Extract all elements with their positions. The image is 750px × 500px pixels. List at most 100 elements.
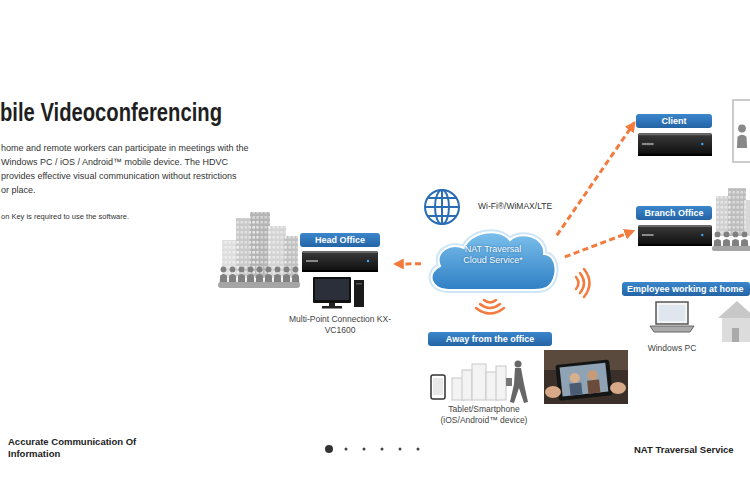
footer-label: Accurate Communication Of Information bbox=[8, 436, 158, 460]
tablet-photo bbox=[569, 373, 580, 384]
house bbox=[718, 301, 750, 318]
walking-person bbox=[506, 361, 528, 404]
body-text: provides effective visual communication … bbox=[1, 170, 236, 182]
network-arrow bbox=[557, 123, 634, 236]
branch-people bbox=[712, 231, 750, 251]
laptop bbox=[656, 302, 688, 324]
desktop-pc bbox=[313, 277, 364, 309]
tablet-photo bbox=[544, 350, 628, 404]
smartphone bbox=[431, 375, 445, 399]
body-text: home and remote workers can participate … bbox=[1, 142, 249, 154]
signal-waves bbox=[484, 300, 496, 303]
tablet-photo bbox=[587, 370, 598, 381]
location-tag: Client bbox=[636, 114, 712, 128]
hdvc-unit bbox=[638, 225, 712, 246]
globe-icon bbox=[425, 190, 459, 224]
branch-buildings bbox=[728, 188, 746, 236]
network-arrow bbox=[565, 231, 633, 257]
caption: Tablet/Smartphone (iOS/Android™ device) bbox=[426, 404, 542, 425]
signal-waves bbox=[476, 308, 504, 314]
pagination-dots bbox=[363, 448, 366, 451]
tablet-photo bbox=[545, 386, 561, 398]
meeting-people bbox=[229, 266, 237, 284]
meeting-people bbox=[218, 282, 300, 288]
caption: Multi-Point Connection KX-VC1600 bbox=[288, 314, 392, 335]
network-arrow bbox=[395, 262, 421, 265]
client-figure bbox=[737, 125, 747, 148]
hdvc-unit bbox=[638, 133, 712, 156]
tablet-photo bbox=[587, 380, 600, 394]
globe-icon bbox=[441, 190, 443, 224]
desktop-pc bbox=[356, 283, 362, 285]
meeting-people bbox=[238, 266, 246, 284]
city-outline bbox=[452, 364, 506, 400]
desktop-pc bbox=[354, 280, 364, 307]
signal-waves bbox=[480, 304, 500, 308]
laptop bbox=[659, 305, 685, 321]
pagination-dots bbox=[417, 448, 420, 451]
desktop-pc bbox=[322, 306, 342, 309]
city-outline bbox=[462, 370, 472, 400]
tablet-photo bbox=[544, 350, 628, 404]
desktop-pc bbox=[315, 279, 349, 300]
meeting-people bbox=[292, 266, 300, 284]
note: on Key is required to use the software. bbox=[1, 211, 129, 223]
client-figure bbox=[733, 100, 750, 162]
client-figure bbox=[733, 100, 750, 162]
meeting-people bbox=[265, 266, 273, 284]
laptop bbox=[650, 302, 694, 332]
body-text: Windows PC / iOS / Android™ mobile devic… bbox=[1, 156, 228, 168]
tablet-photo bbox=[555, 359, 612, 400]
branch-buildings bbox=[716, 196, 730, 236]
meeting-people bbox=[256, 266, 264, 284]
smartphone bbox=[433, 378, 443, 395]
body-text: or place. bbox=[1, 184, 36, 196]
site-node: Away from the officeTablet/Smartphone (i… bbox=[428, 332, 552, 426]
walking-person bbox=[510, 368, 528, 403]
meeting-people bbox=[283, 266, 291, 284]
site-node: Employee working at homeWindows PC bbox=[622, 282, 750, 356]
pagination-dots bbox=[399, 448, 402, 451]
pagination-dots bbox=[325, 445, 333, 453]
location-tag: Head Office bbox=[300, 233, 380, 247]
site-node: Head OfficeMulti-Point Connection KX-VC1… bbox=[288, 233, 392, 333]
meeting-people bbox=[220, 266, 228, 284]
pagination-dots bbox=[325, 445, 420, 453]
cloud-shape bbox=[432, 232, 556, 290]
caption: Windows PC bbox=[642, 343, 702, 354]
signal-waves bbox=[584, 269, 590, 297]
house bbox=[732, 328, 739, 342]
footer-label: NAT Traversal Service bbox=[634, 444, 734, 456]
location-tag: Away from the office bbox=[428, 332, 552, 346]
cloud-label: NAT Traversal Cloud Service* bbox=[457, 244, 529, 266]
smartphone bbox=[431, 375, 445, 399]
tablet-photo bbox=[560, 363, 609, 397]
globe-icon bbox=[425, 190, 459, 224]
branch-buildings bbox=[716, 188, 750, 236]
desktop-pc bbox=[313, 277, 351, 303]
branch-buildings bbox=[716, 196, 730, 236]
meeting-people bbox=[218, 266, 300, 288]
branch-buildings bbox=[728, 188, 746, 236]
network-label: Wi-Fi®/WiMAX/LTE bbox=[478, 200, 552, 212]
tablet-photo bbox=[569, 382, 582, 395]
location-tag: Branch Office bbox=[636, 206, 712, 220]
meeting-people bbox=[247, 266, 255, 284]
site-node: Branch Office bbox=[636, 206, 712, 246]
house bbox=[718, 301, 750, 342]
signal-waves bbox=[580, 273, 584, 293]
cloud-node: NAT Traversal Cloud Service* bbox=[424, 222, 562, 294]
site-node: Client bbox=[636, 114, 712, 156]
pagination-dots bbox=[381, 448, 384, 451]
hdvc-unit bbox=[302, 251, 378, 272]
hdvc-unit bbox=[302, 133, 712, 272]
cloud-shape bbox=[432, 232, 556, 290]
tablet-photo bbox=[555, 359, 612, 400]
signal-waves bbox=[576, 277, 579, 289]
house bbox=[722, 318, 750, 342]
city-outline bbox=[472, 364, 486, 400]
walking-person bbox=[506, 378, 512, 386]
meeting-people bbox=[274, 266, 282, 284]
